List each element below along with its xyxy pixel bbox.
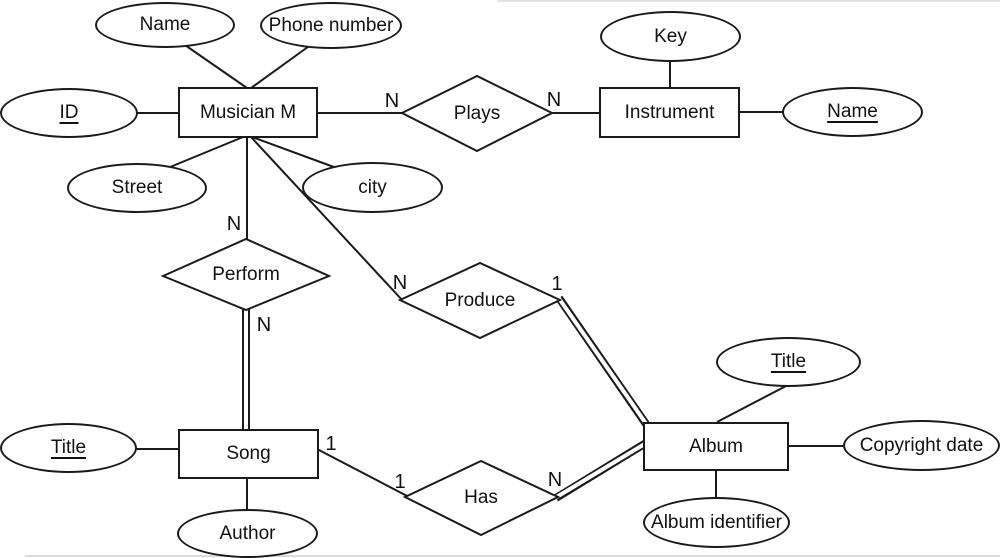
attribute-album-copyright-date: Copyright date (843, 420, 1000, 471)
attribute-album-title: Title (716, 337, 861, 387)
relationship-diamond-perform (160, 237, 332, 312)
cardinality-song-has: 1 (325, 432, 337, 455)
relationship-diamond-has (402, 459, 561, 537)
cardinality-has-album: N (547, 468, 563, 491)
attribute-musician-name: Name (95, 2, 235, 48)
cardinality-produce-album: 1 (551, 272, 563, 295)
attribute-musician-city: city (302, 162, 443, 213)
attribute-musician-phone-number: Phone number (260, 2, 402, 49)
relationship-diamond-produce (397, 261, 563, 340)
cardinality-musician-perform: N (226, 212, 242, 235)
cardinality-perform-song: N (256, 313, 272, 336)
attribute-musician-id: ID (0, 88, 138, 138)
scan-artifact-top (497, 0, 1000, 2)
attribute-instrument-key: Key (600, 11, 741, 62)
cardinality-musician-plays: N (384, 89, 400, 112)
entity-instrument: Instrument (599, 87, 740, 138)
line-city-musician (251, 136, 343, 171)
attribute-musician-street: Street (67, 163, 207, 213)
entity-song: Song (178, 429, 319, 479)
entity-album: Album (643, 422, 789, 471)
cardinality-musician-produce: N (392, 271, 408, 294)
double-connectors (242, 295, 650, 502)
cardinality-has-song: 1 (394, 470, 406, 493)
scan-artifact-bottom (25, 555, 1000, 557)
line-produce-album-inner (556, 295, 649, 427)
line-album-title (716, 384, 789, 423)
attribute-song-author: Author (177, 509, 318, 558)
line-song-has (316, 448, 410, 498)
cardinality-plays-instrument: N (546, 88, 562, 111)
line-musician-produce (250, 136, 404, 302)
line-name-musician (181, 42, 248, 89)
attribute-song-title: Title (0, 423, 137, 473)
relationship-diamond-plays (399, 74, 555, 153)
line-has-album-inner (553, 440, 650, 500)
attribute-instrument-name: Name (782, 87, 923, 137)
line-phone-musician (250, 43, 313, 89)
attribute-album-identifier: Album identifier (643, 497, 790, 548)
entity-musician: Musician M (178, 87, 318, 138)
